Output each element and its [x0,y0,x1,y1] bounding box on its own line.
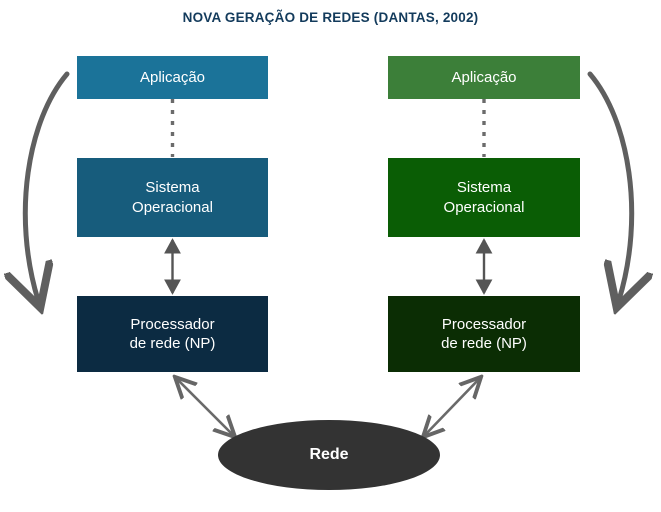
right-network-processor-label-line1: Processador [441,315,527,333]
network-label: Rede [309,446,349,463]
left-operating-system-box[interactable]: Sistema Operacional [77,158,268,237]
left-network-processor-box[interactable]: Processador de rede (NP) [77,296,268,372]
page-title: NOVA GERAÇÃO DE REDES (DANTAS, 2002) [182,10,479,25]
right-application-label: Aplicação [451,68,517,86]
left-application-label: Aplicação [139,68,206,86]
network-ellipse[interactable]: Rede [218,420,440,490]
left-operating-system-label-line2: Operacional [132,198,213,216]
left-curved-bypass-arrow [25,71,70,300]
left-application-box[interactable]: Aplicação [77,56,268,99]
right-operating-system-label-line2: Operacional [443,198,525,216]
right-network-processor-label-line2: de rede (NP) [441,335,527,352]
left-network-processor-label-line2: de rede (NP) [129,335,216,352]
left-np-to-network-arrow [176,378,234,436]
right-operating-system-label-line1: Sistema [456,179,512,197]
right-network-processor-box[interactable]: Processador de rede (NP) [388,296,580,372]
right-curved-bypass-arrow [587,71,632,300]
right-operating-system-box[interactable]: Sistema Operacional [388,158,580,237]
right-application-box[interactable]: Aplicação [388,56,580,99]
left-operating-system-label-line1: Sistema [145,179,200,197]
right-np-to-network-arrow [424,378,480,436]
left-network-processor-label-line1: Processador [130,315,215,333]
